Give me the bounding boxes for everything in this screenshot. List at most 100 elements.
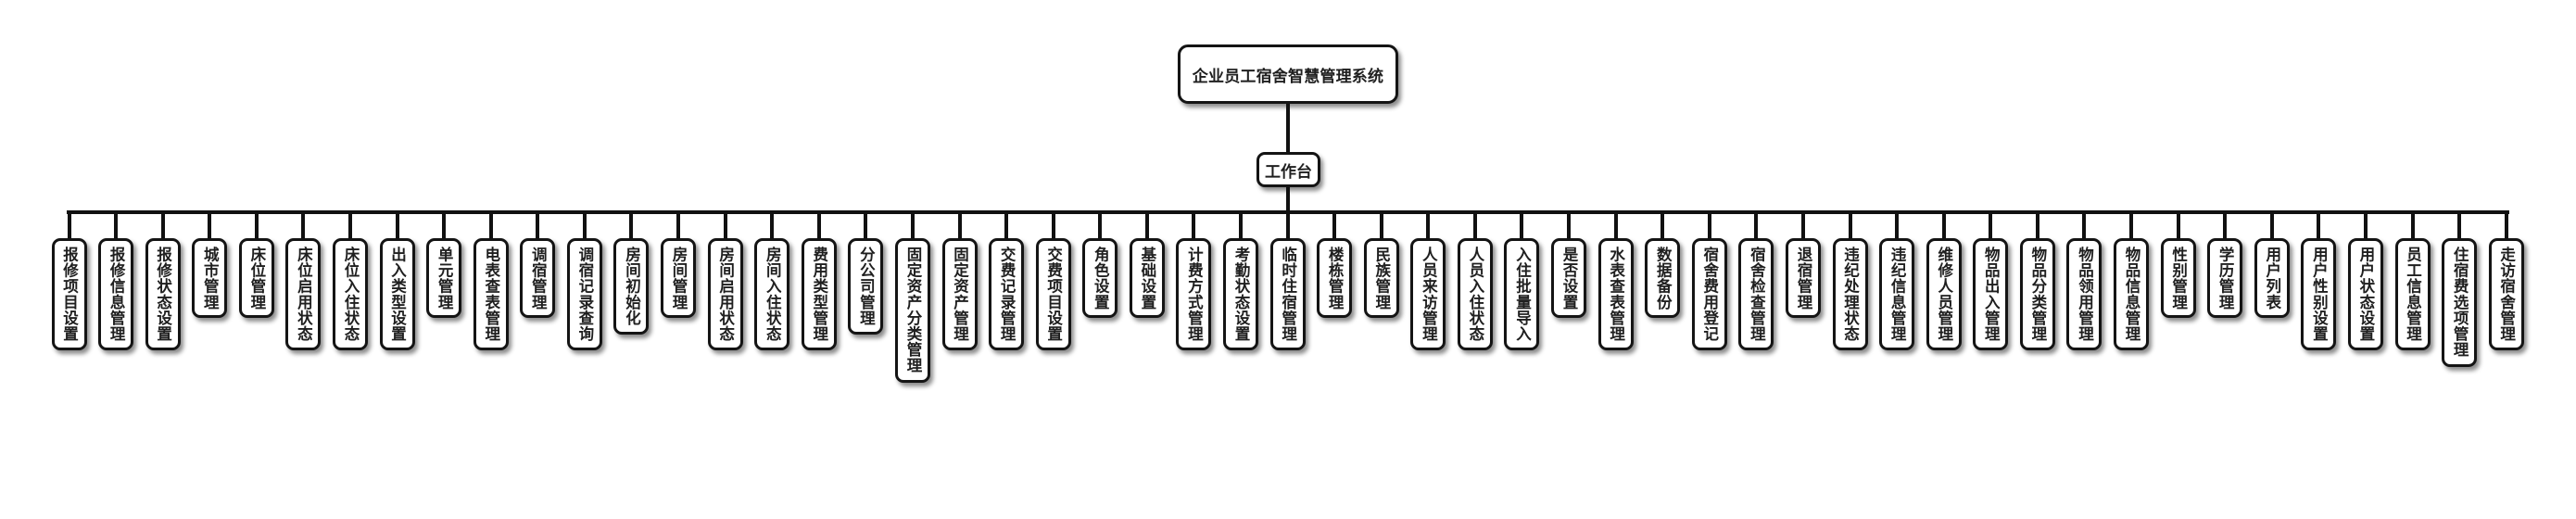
connector-drop xyxy=(1941,210,1946,239)
module-node: 退宿管理 xyxy=(1785,238,1821,318)
module-node: 考勤状态设置 xyxy=(1223,238,1258,350)
module-node-label: 退宿管理 xyxy=(1794,247,1812,310)
module-node: 基础设置 xyxy=(1129,238,1165,318)
module-node-label: 考勤状态设置 xyxy=(1232,247,1250,342)
connector-drop xyxy=(2317,210,2321,239)
module-node-label: 报修信息管理 xyxy=(107,247,126,342)
connector-drop xyxy=(816,210,821,239)
module-node-label: 床位启用状态 xyxy=(295,247,313,342)
connector-drop xyxy=(723,210,727,239)
connector-drop xyxy=(1144,210,1149,239)
module-node: 报修状态设置 xyxy=(145,238,181,350)
module-node: 床位入住状态 xyxy=(332,238,368,350)
connector-drop xyxy=(2223,210,2228,239)
module-node: 是否设置 xyxy=(1551,238,1587,318)
module-node: 用户列表 xyxy=(2254,238,2290,318)
connector-drop xyxy=(67,210,71,239)
module-node-label: 维修人员管理 xyxy=(1935,247,1953,342)
module-node: 物品分类管理 xyxy=(2019,238,2055,350)
module-node-label: 性别管理 xyxy=(2169,247,2188,310)
connector-drop xyxy=(395,210,399,239)
module-node: 维修人员管理 xyxy=(1926,238,1962,350)
module-node-label: 入住批量导入 xyxy=(1513,247,1532,342)
module-node: 交费项目设置 xyxy=(1035,238,1071,350)
connector-drop xyxy=(2504,210,2508,239)
module-node-label: 电表查表管理 xyxy=(482,247,500,342)
hub-node-label: 工作台 xyxy=(1265,162,1312,182)
module-node-label: 角色设置 xyxy=(1092,247,1110,310)
module-node: 调宿记录查询 xyxy=(566,238,602,350)
connector-drop xyxy=(2129,210,2134,239)
module-node-label: 床位管理 xyxy=(247,247,266,310)
module-node: 房间启用状态 xyxy=(707,238,743,350)
connector-drop xyxy=(910,210,915,239)
connector-drop xyxy=(2410,210,2415,239)
module-node-label: 物品信息管理 xyxy=(2123,247,2141,342)
module-node-label: 用户状态设置 xyxy=(2356,247,2375,342)
connector-drop xyxy=(1800,210,1805,239)
module-node: 房间初始化 xyxy=(613,238,650,335)
module-node: 宿舍费用登记 xyxy=(1691,238,1727,350)
module-node: 住宿费选项管理 xyxy=(2442,238,2478,367)
connector-drop xyxy=(1848,210,1852,239)
module-node: 人员来访管理 xyxy=(1410,238,1446,350)
connector-drop xyxy=(864,210,868,239)
module-node: 房间管理 xyxy=(661,238,697,318)
root-node-label: 企业员工宿舍智慧管理系统 xyxy=(1192,67,1384,86)
module-node-label: 住宿费选项管理 xyxy=(2451,247,2469,358)
module-node-label: 床位入住状态 xyxy=(341,247,360,342)
connector-drop xyxy=(582,210,587,239)
connector-drop xyxy=(114,210,119,239)
module-node: 宿舍检查管理 xyxy=(1738,238,1774,350)
module-node: 分公司管理 xyxy=(848,238,884,335)
module-node-label: 是否设置 xyxy=(1560,247,1579,310)
module-node-label: 物品领用管理 xyxy=(2076,247,2094,342)
module-node-label: 费用类型管理 xyxy=(810,247,828,342)
connector-drop xyxy=(1989,210,1993,239)
connector-hub-to-bus xyxy=(1286,187,1290,213)
module-node-label: 楼栋管理 xyxy=(1326,247,1345,310)
connector-root-to-hub xyxy=(1286,104,1290,152)
connector-drop xyxy=(1379,210,1383,239)
root-node: 企业员工宿舍智慧管理系统 xyxy=(1178,44,1398,104)
connector-drop xyxy=(957,210,962,239)
module-node: 计费方式管理 xyxy=(1176,238,1212,350)
module-node: 楼栋管理 xyxy=(1317,238,1353,318)
module-node-label: 基础设置 xyxy=(1138,247,1156,310)
module-node: 用户性别设置 xyxy=(2301,238,2337,350)
module-node: 物品信息管理 xyxy=(2114,238,2150,350)
module-node-label: 员工信息管理 xyxy=(2404,247,2422,342)
module-node-label: 物品出入管理 xyxy=(1982,247,2001,342)
module-node: 违纪信息管理 xyxy=(1879,238,1915,350)
connector-drop xyxy=(254,210,259,239)
connector-drop xyxy=(1895,210,1900,239)
module-node: 临时住宿管理 xyxy=(1269,238,1306,350)
module-node-label: 违纪处理状态 xyxy=(1841,247,1860,342)
module-node-label: 民族管理 xyxy=(1372,247,1391,310)
connector-drop xyxy=(2269,210,2274,239)
connector-drop xyxy=(2457,210,2462,239)
connector-drop xyxy=(1239,210,1243,239)
connector-drop xyxy=(536,210,540,239)
connector-drop xyxy=(629,210,634,239)
module-node-label: 宿舍费用登记 xyxy=(1700,247,1719,342)
module-node-label: 宿舍检查管理 xyxy=(1748,247,1766,342)
module-node-label: 城市管理 xyxy=(201,247,220,310)
connector-drop xyxy=(442,210,447,239)
module-node-label: 房间初始化 xyxy=(623,247,641,326)
module-node-label: 分公司管理 xyxy=(857,247,876,326)
module-node: 床位启用状态 xyxy=(285,238,322,350)
connector-drop xyxy=(1051,210,1055,239)
module-node-label: 调宿记录查询 xyxy=(575,247,594,342)
connector-drop xyxy=(301,210,306,239)
connector-drop xyxy=(2035,210,2039,239)
module-node-label: 水表查表管理 xyxy=(1607,247,1625,342)
connector-drop xyxy=(1754,210,1759,239)
connector-drop xyxy=(1520,210,1524,239)
module-node-label: 房间入住状态 xyxy=(764,247,782,342)
connector-drop xyxy=(1426,210,1431,239)
module-node-label: 报修状态设置 xyxy=(154,247,172,342)
module-node: 入住批量导入 xyxy=(1504,238,1540,350)
module-node: 物品领用管理 xyxy=(2066,238,2102,350)
